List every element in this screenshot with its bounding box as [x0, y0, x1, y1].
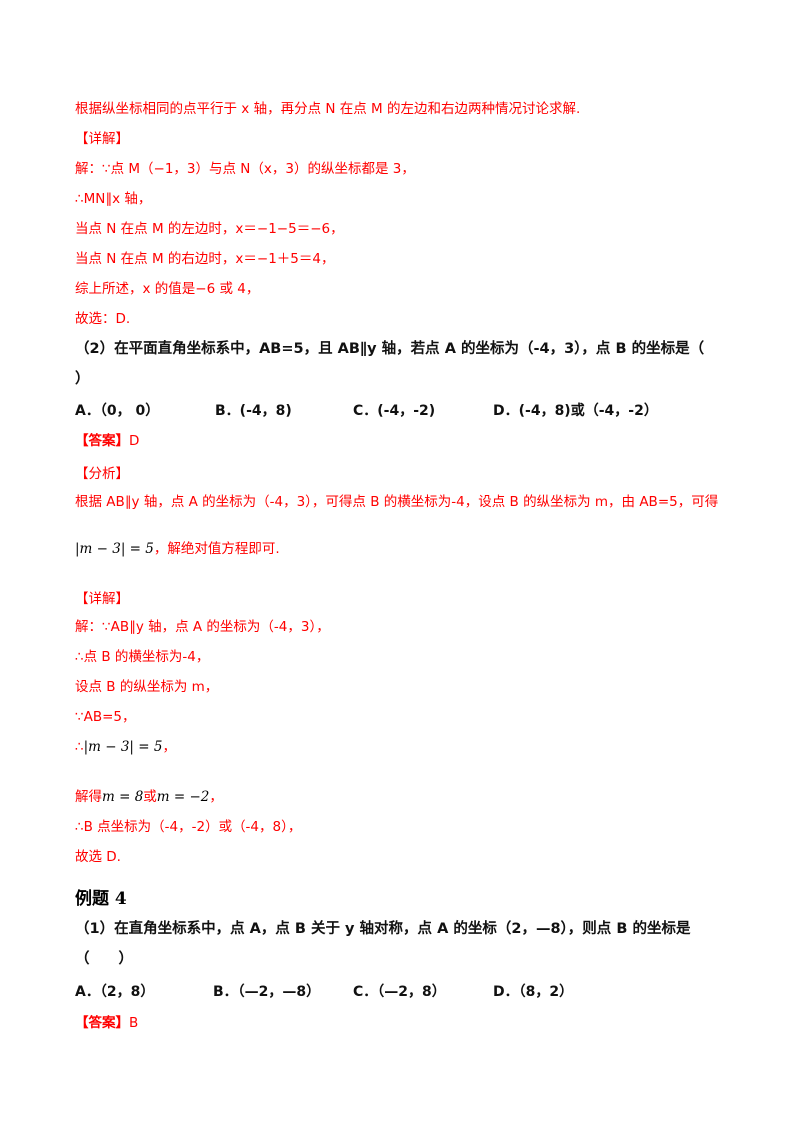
answer-line: 【答案】D — [75, 432, 139, 450]
detail-step: 解得m = 8或m = −2， — [75, 788, 223, 806]
detail-step: 故选 D. — [75, 849, 121, 865]
analysis-text-2: |m − 3| = 5，解绝对值方程即可. — [75, 540, 280, 558]
math-formula: m = −2 — [156, 789, 210, 805]
analysis-tail: ，解绝对值方程即可. — [153, 541, 280, 557]
answer-value: D — [129, 433, 140, 449]
option-c: C．(-4，-2) — [353, 403, 436, 419]
detail-step: 解：∵AB∥y 轴，点 A 的坐标为（-4，3）， — [75, 619, 330, 635]
detail-step: 故选：D. — [75, 311, 131, 327]
analysis-text: 根据纵坐标相同的点平行于 x 轴，再分点 N 在点 M 的左边和右边两种情况讨论… — [75, 101, 581, 117]
detail-header: 【详解】 — [75, 591, 129, 607]
example-title: 例题 4 — [75, 889, 127, 909]
detail-step: 设点 B 的纵坐标为 m， — [75, 679, 219, 695]
detail-step: 当点 N 在点 M 的左边时，x＝−1−5＝−6， — [75, 221, 344, 237]
analysis-header: 【分析】 — [75, 466, 129, 482]
option-a: A．（2，8） — [75, 984, 155, 1000]
option-b: B．（—2，—8） — [213, 984, 321, 1000]
option-d: D．（8，2） — [493, 984, 574, 1000]
punctuation: ， — [162, 739, 176, 755]
question-stem-cont: （ ） — [75, 951, 133, 967]
punctuation: ， — [209, 789, 223, 805]
therefore-symbol: ∴ — [75, 739, 84, 755]
option-a: A．（0， 0） — [75, 403, 160, 419]
detail-step: 解：∵点 M（−1，3）与点 N（x，3）的纵坐标都是 3， — [75, 161, 415, 177]
math-formula: |m − 3| = 5 — [83, 739, 163, 755]
analysis-text: 根据 AB∥y 轴，点 A 的坐标为（-4，3），可得点 B 的横坐标为-4，设… — [75, 494, 719, 510]
question-stem: （2）在平面直角坐标系中，AB=5，且 AB∥y 轴，若点 A 的坐标为（-4，… — [75, 341, 705, 357]
question-stem: （1）在直角坐标系中，点 A，点 B 关于 y 轴对称，点 A 的坐标（2，—8… — [75, 921, 691, 937]
detail-mid: 或 — [143, 789, 157, 805]
question-stem-cont: ） — [75, 371, 90, 387]
option-d: D．(-4，8)或（-4，-2） — [493, 403, 658, 419]
option-c: C．（—2，8） — [353, 984, 446, 1000]
detail-step: ∴|m − 3| = 5， — [75, 738, 176, 756]
detail-step: 当点 N 在点 M 的右边时，x＝−1＋5＝4， — [75, 251, 335, 267]
answer-value: B — [129, 1015, 139, 1031]
option-b: B．(-4，8) — [215, 403, 292, 419]
detail-header: 【详解】 — [75, 131, 129, 147]
answer-label: 【答案】 — [75, 433, 129, 449]
answer-line: 【答案】B — [75, 1014, 138, 1032]
detail-step: 综上所述，x 的值是−6 或 4， — [75, 281, 260, 297]
detail-step: ∴B 点坐标为（-4，-2）或（-4，8）， — [75, 819, 302, 835]
detail-prefix: 解得 — [75, 789, 102, 805]
detail-step: ∵AB=5， — [75, 709, 136, 725]
math-formula: m = 8 — [102, 789, 144, 805]
detail-step: ∴点 B 的横坐标为-4， — [75, 649, 210, 665]
detail-step: ∴MN∥x 轴， — [75, 191, 152, 207]
math-formula: |m − 3| = 5 — [75, 541, 154, 557]
answer-label: 【答案】 — [75, 1015, 129, 1031]
